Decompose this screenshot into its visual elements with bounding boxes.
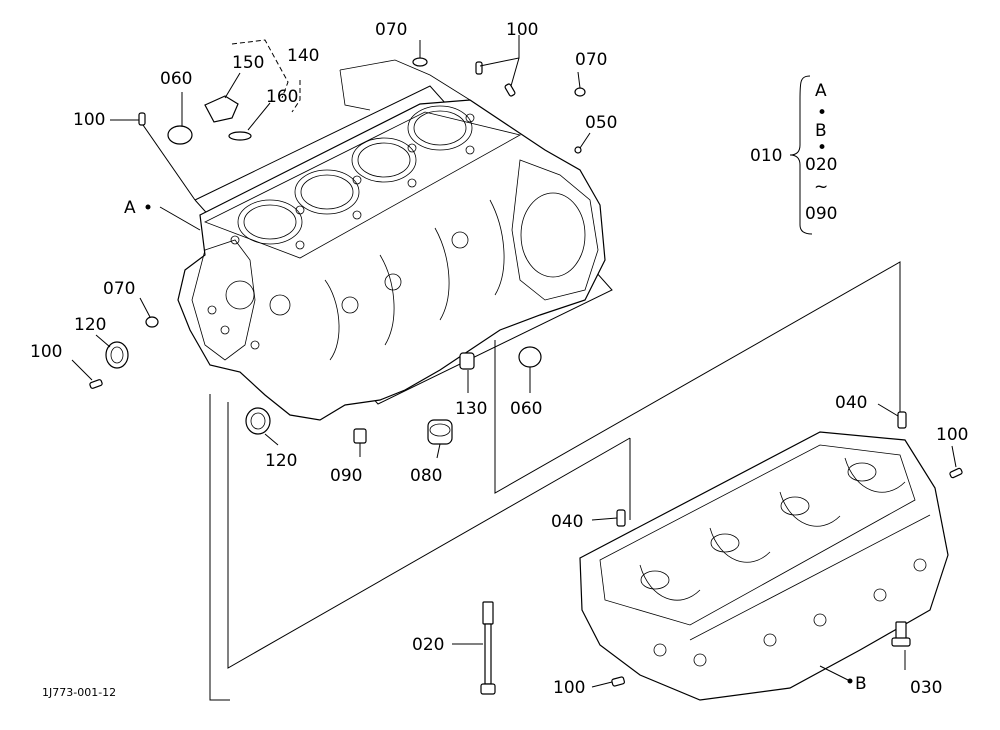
crankcase-upper-drawing (177, 59, 901, 701)
callout-a: A (124, 198, 136, 218)
group-line-5: 020 (805, 155, 837, 175)
group-line-4: • (817, 138, 827, 158)
callout-060-left: 060 (160, 69, 192, 89)
group-line-2: • (817, 103, 827, 123)
callout-150: 150 (232, 53, 264, 73)
callout-120-bottom: 120 (265, 451, 297, 471)
group-line-1: A (815, 81, 827, 101)
group-line-6: ~ (814, 177, 828, 197)
callout-130: 130 (455, 399, 487, 419)
callout-140: 140 (287, 46, 319, 66)
diagram-code: 1J773-001-12 (42, 686, 116, 699)
callout-100-lower: 100 (30, 342, 62, 362)
callout-070-mid: 070 (103, 279, 135, 299)
callout-020: 020 (412, 635, 444, 655)
callout-160: 160 (266, 87, 298, 107)
group-list: 010 A • B • 020 ~ 090 (750, 81, 837, 224)
callout-120-left: 120 (74, 315, 106, 335)
callout-080: 080 (410, 466, 442, 486)
leader-lines (71, 35, 957, 688)
callout-100-left: 100 (73, 110, 105, 130)
crankcase-lower-drawing (579, 431, 949, 701)
callout-b: B (855, 674, 867, 694)
group-ref-010: 010 (750, 146, 782, 166)
group-line-3: B (815, 121, 827, 141)
callout-050: 050 (585, 113, 617, 133)
small-parts (89, 57, 963, 695)
callout-070-topright: 070 (575, 50, 607, 70)
marker-a-dot (145, 204, 151, 210)
callout-030: 030 (910, 678, 942, 698)
callout-100-right: 100 (936, 425, 968, 445)
callout-060-lower: 060 (510, 399, 542, 419)
marker-b-dot (847, 678, 853, 684)
group-line-7: 090 (805, 204, 837, 224)
callout-labels: 070 100 070 140 150 160 060 100 050 A 07… (30, 20, 968, 698)
callout-100-top: 100 (506, 20, 538, 40)
callout-090: 090 (330, 466, 362, 486)
callout-040-mid: 040 (551, 512, 583, 532)
callout-100-bottom: 100 (553, 678, 585, 698)
callout-070-top: 070 (375, 20, 407, 40)
callout-040-right: 040 (835, 393, 867, 413)
group-bracket (789, 75, 813, 235)
